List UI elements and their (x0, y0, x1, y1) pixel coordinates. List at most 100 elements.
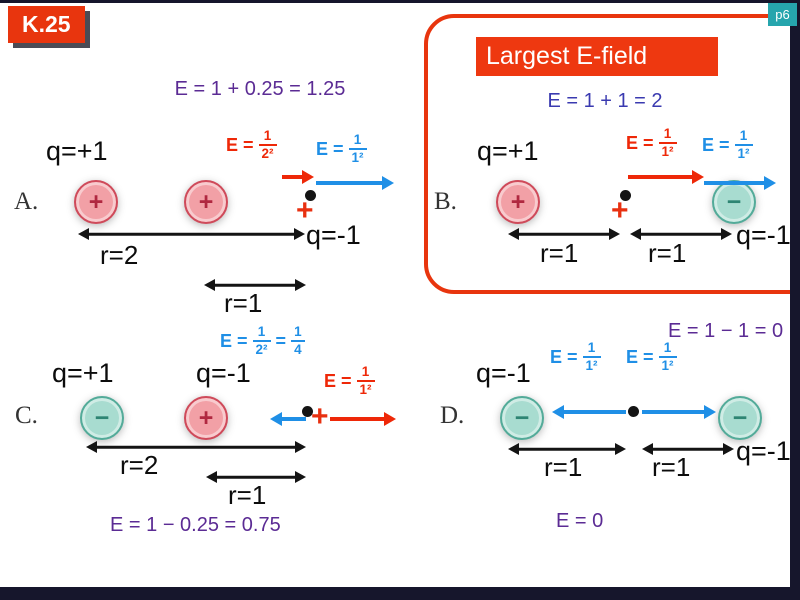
fraction-denominator: 1² (356, 380, 375, 398)
arrow-line (704, 181, 767, 185)
e-label-a-near: E = 1 1² (316, 132, 367, 166)
distance-arrow-d-left (508, 441, 626, 457)
distance-arrow-a-r1 (204, 277, 306, 293)
fraction-numerator: 1 (257, 324, 266, 339)
e-prefix: E = (550, 346, 578, 367)
fraction: 1 1² (734, 128, 753, 162)
charge-sign: + (88, 187, 104, 216)
fraction-denominator: 2² (252, 340, 271, 358)
fraction-denominator: 1² (658, 356, 677, 374)
arrow-head (270, 412, 282, 426)
e-label-d-left: E = 1 1² (550, 340, 601, 374)
arrow-head (78, 228, 89, 240)
arrow-line (639, 232, 723, 236)
arrow-head (295, 441, 306, 453)
distance-arrow-d-right (642, 441, 734, 457)
arrow-head (609, 228, 620, 240)
arrow-head (294, 228, 305, 240)
e-prefix: E = (226, 134, 254, 155)
distance-label-b-right: r=1 (648, 238, 687, 268)
equation-b-result: E = 1 + 1 = 2 (547, 90, 663, 112)
charge-d-1: − (500, 396, 544, 440)
slide-number-badge: K.25 (8, 6, 85, 43)
e-label-a-far: E = 1 2² (226, 128, 277, 162)
arrow-line (87, 232, 296, 236)
distance-label-d-left: r=1 (544, 452, 583, 482)
fraction-denominator: 1² (582, 356, 601, 374)
distance-label-c-r2: r=2 (120, 450, 159, 480)
label-c-q-right: q=-1 (196, 358, 251, 388)
fraction-denominator: 4 (291, 340, 305, 358)
distance-label-c-r1: r=1 (228, 480, 267, 510)
scenario-d-label: D. (440, 402, 465, 429)
arrow-head (721, 228, 732, 240)
arrow-head (86, 441, 97, 453)
charge-a-2: + (184, 180, 228, 224)
arrow-line (561, 410, 626, 414)
arrow-head (552, 405, 564, 419)
distance-arrow-b-left (508, 226, 620, 242)
test-charge-b: + (611, 194, 629, 227)
arrow-head (302, 170, 314, 184)
charge-sign: − (726, 187, 742, 216)
charge-d-2: − (718, 396, 762, 440)
arrow-head (723, 443, 734, 455)
fraction-denominator: 1² (348, 148, 367, 166)
arrow-line (651, 447, 725, 451)
arrow-line (517, 232, 611, 236)
e-prefix: E = (626, 132, 654, 153)
distance-label-b-left: r=1 (540, 238, 579, 268)
fraction-numerator: 1 (353, 132, 362, 147)
e-prefix: E = (316, 138, 344, 159)
charge-sign: + (510, 187, 526, 216)
fraction-denominator: 1² (734, 144, 753, 162)
arrow-head (630, 228, 641, 240)
charge-a-1: + (74, 180, 118, 224)
equals-sign: = (275, 330, 287, 351)
distance-label-d-right: r=1 (652, 452, 691, 482)
fraction-numerator: 1 (663, 340, 672, 355)
fraction-numerator: 1 (294, 324, 302, 339)
e-field-arrow-a-near (316, 175, 394, 191)
test-point-dot-a (305, 190, 316, 201)
charge-c-2: + (184, 396, 228, 440)
distance-arrow-c-r1 (206, 469, 306, 485)
e-prefix: E = (220, 330, 248, 351)
e-field-arrow-c-near (330, 411, 396, 427)
arrow-line (282, 175, 305, 179)
equation-a-result: E = 1 + 0.25 = 1.25 (174, 78, 346, 100)
label-d-q-left: q=-1 (476, 358, 531, 388)
e-label-c-near: E = 1 1² (324, 364, 375, 398)
distance-arrow-c-r2 (86, 439, 306, 455)
test-point-dot-c (302, 406, 313, 417)
arrow-head (384, 412, 396, 426)
fraction-numerator: 1 (587, 340, 596, 355)
scenario-a-label: A. (14, 188, 39, 215)
fraction: 1 2² (252, 324, 271, 358)
test-point-dot-b (620, 190, 631, 201)
fraction-numerator: 1 (263, 128, 272, 143)
e-field-arrow-b-left (628, 169, 704, 185)
equation-d-result: E = 0 (556, 510, 604, 532)
equation-d-cancel: E = 1 − 1 = 0 (668, 320, 784, 342)
distance-label-a-r1: r=1 (224, 288, 263, 318)
e-prefix: E = (626, 346, 654, 367)
arrow-head (295, 279, 306, 291)
label-c-q-left: q=+1 (52, 358, 114, 388)
arrow-line (316, 181, 385, 185)
label-a-q-right: q=-1 (306, 220, 361, 250)
test-charge-a: + (296, 194, 314, 227)
arrow-head (508, 443, 519, 455)
arrow-line (215, 475, 297, 479)
charge-c-1: − (80, 396, 124, 440)
distance-arrow-b-right (630, 226, 732, 242)
e-prefix: E = (702, 134, 730, 155)
e-prefix: E = (324, 370, 352, 391)
arrow-line (279, 417, 306, 421)
fraction-numerator: 1 (739, 128, 748, 143)
arrow-head (704, 405, 716, 419)
arrow-head (295, 471, 306, 483)
scenario-c-label: C. (15, 402, 38, 429)
e-label-b-right: E = 1 1² (702, 128, 753, 162)
e-field-arrow-a-far (282, 169, 314, 185)
